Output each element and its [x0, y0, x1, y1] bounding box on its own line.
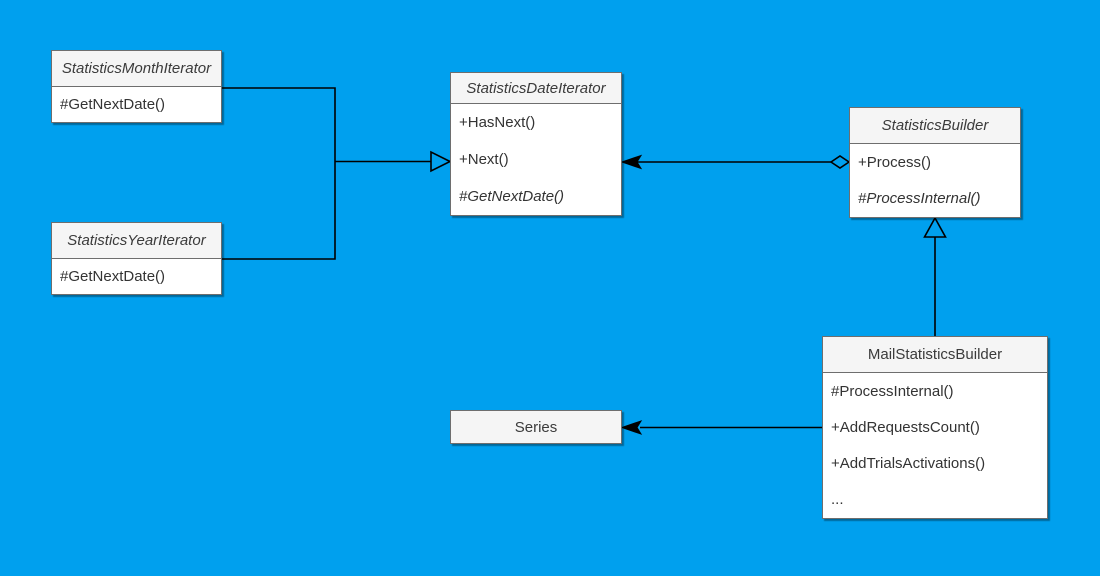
class-method: #GetNextDate() — [60, 268, 166, 285]
class-method: #GetNextDate() — [459, 188, 565, 205]
class-box-series[interactable]: Series — [450, 410, 622, 444]
connector-line[interactable] — [222, 87, 336, 260]
aggregation-connector-builder-to-dateiterator[interactable] — [620, 154, 851, 170]
class-methods: #GetNextDate() — [52, 87, 221, 122]
class-method: #GetNextDate() — [60, 96, 166, 113]
class-box-statistics-year-iterator[interactable]: StatisticsYearIterator #GetNextDate() — [51, 222, 222, 295]
association-connector-mailbuilder-to-series[interactable] — [620, 420, 822, 435]
class-methods: +HasNext() +Next() #GetNextDate() — [451, 104, 621, 215]
class-method: ... — [831, 491, 844, 509]
class-title: StatisticsMonthIterator — [52, 51, 221, 87]
class-method: #ProcessInternal() — [858, 190, 981, 208]
class-box-statistics-builder[interactable]: StatisticsBuilder +Process() #ProcessInt… — [849, 107, 1021, 218]
class-method: +Process() — [858, 153, 931, 171]
class-title: Series — [514, 418, 558, 436]
class-method: +AddRequestsCount() — [831, 418, 980, 436]
class-box-statistics-date-iterator[interactable]: StatisticsDateIterator +HasNext() +Next(… — [450, 72, 622, 216]
class-box-statistics-month-iterator[interactable]: StatisticsMonthIterator #GetNextDate() — [51, 50, 222, 123]
class-method: #ProcessInternal() — [831, 382, 954, 400]
class-title: MailStatisticsBuilder — [823, 337, 1047, 373]
class-box-mail-statistics-builder[interactable]: MailStatisticsBuilder #ProcessInternal()… — [822, 336, 1048, 519]
hollow-triangle-arrowhead — [430, 150, 452, 173]
filled-arrowhead — [620, 420, 643, 435]
class-method: +HasNext() — [459, 114, 536, 131]
filled-arrowhead — [620, 154, 643, 170]
generalization-connector-iterators-to-dateiterator[interactable] — [222, 87, 452, 260]
class-methods: #ProcessInternal() +AddRequestsCount() +… — [823, 373, 1047, 518]
generalization-connector-mailbuilder-to-builder[interactable] — [923, 216, 947, 336]
hollow-diamond-arrowhead — [829, 155, 851, 169]
class-title: StatisticsDateIterator — [451, 73, 621, 104]
class-title: StatisticsYearIterator — [52, 223, 221, 259]
class-methods: +Process() #ProcessInternal() — [850, 144, 1020, 217]
class-method: +AddTrialsActivations() — [831, 455, 986, 473]
class-method: +Next() — [459, 151, 509, 168]
class-methods: #GetNextDate() — [52, 259, 221, 294]
hollow-triangle-arrowhead — [923, 216, 947, 238]
class-title: StatisticsBuilder — [850, 108, 1020, 144]
